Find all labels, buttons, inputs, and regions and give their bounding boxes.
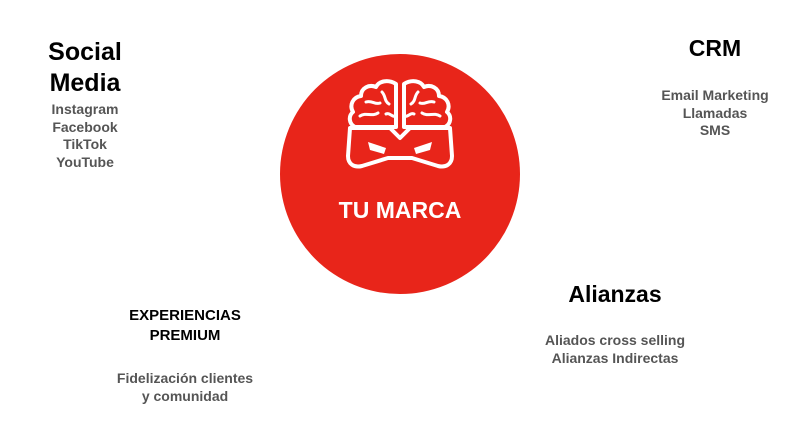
crm-item: Llamadas [682,104,748,121]
experiencias-list: Fidelización clientes y comunidad [100,370,270,405]
experiencias-title-line1: EXPERIENCIAS [129,307,241,324]
crm-block: CRM Email Marketing Llamadas SMS [640,34,790,140]
experiencias-block: EXPERIENCIAS PREMIUM Fidelización client… [100,306,270,405]
social-media-title: Social Media [30,37,140,99]
alianzas-list: Aliados cross selling Alianzas Indirecta… [520,332,710,367]
experiencias-item: Fidelización clientes [116,370,254,386]
alianzas-item: Alianzas Indirectas [551,349,679,366]
alianzas-block: Alianzas Aliados cross selling Alianzas … [520,280,710,367]
alianzas-item: Aliados cross selling [544,332,686,348]
social-media-item: Facebook [52,118,118,135]
crm-item: Email Marketing [661,87,769,103]
social-media-item: YouTube [56,153,114,170]
experiencias-title-line2: PREMIUM [149,327,221,344]
experiencias-title: EXPERIENCIAS PREMIUM [100,306,270,346]
social-media-item: TikTok [63,136,107,152]
social-media-item: Instagram [51,101,119,117]
crm-title: CRM [688,35,742,61]
alianzas-title: Alianzas [568,281,662,307]
social-media-title-line2: Media [49,69,121,97]
crm-item: SMS [699,122,731,138]
crm-list: Email Marketing Llamadas SMS [640,87,790,140]
brain-mask-icon [346,79,454,169]
experiencias-item: y comunidad [141,387,229,404]
social-media-title-line1: Social [48,38,122,66]
brand-label: TU MARCA [338,197,462,223]
brand-circle: TU MARCA [280,54,520,294]
social-media-list: Instagram Facebook TikTok YouTube [30,101,140,171]
social-media-block: Social Media Instagram Facebook TikTok Y… [30,37,140,171]
